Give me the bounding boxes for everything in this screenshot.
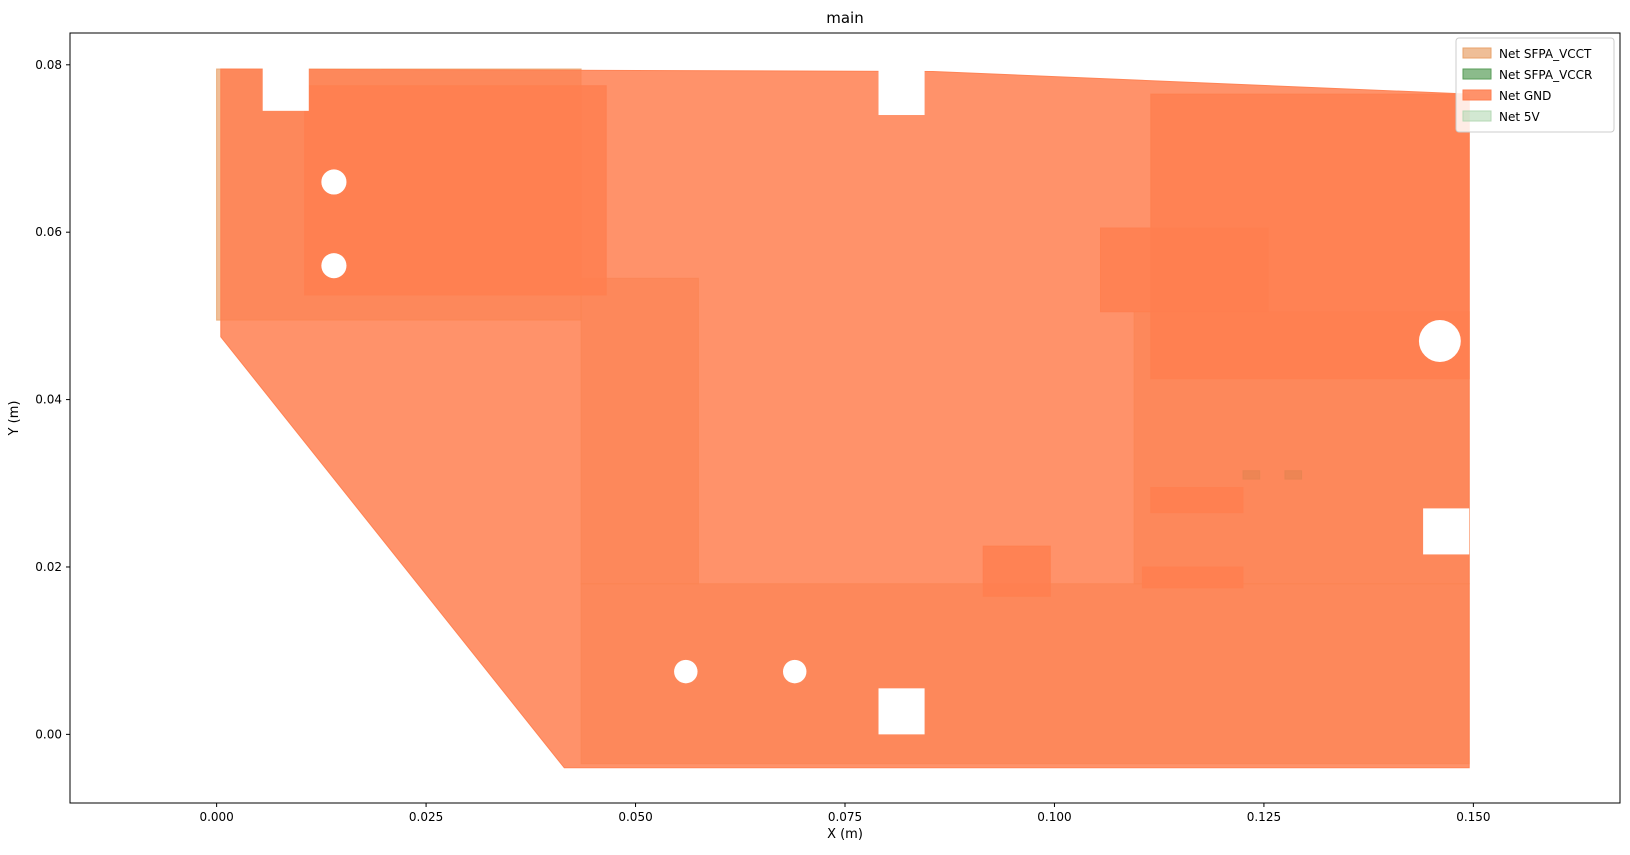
legend-label: Net SFPA_VCCR [1499,68,1592,82]
y-tick-label: 0.00 [35,727,62,741]
x-tick-label: 0.000 [199,810,233,824]
legend-swatch [1462,89,1492,101]
cutout-circle-4 [321,169,347,195]
series-2-polygon-6 [982,545,1051,597]
series-2-polygon-1 [304,85,607,296]
legend: Net SFPA_VCCT Net SFPA_VCCR Net GND Net 5V [1455,37,1615,133]
series-2-polygon-5 [1141,566,1244,589]
series-2-polygon-3 [1100,227,1269,313]
cutout-circle-8 [783,659,807,684]
legend-swatch [1462,110,1492,122]
x-tick-label: 0.050 [618,810,652,824]
y-tick-label: 0.02 [35,560,62,574]
cutout-rect-3 [1423,508,1470,555]
series-2-polygon-4 [1150,487,1244,514]
legend-box [1455,37,1615,133]
chart-title: main [826,9,863,27]
legend-label: Net 5V [1499,110,1541,124]
y-axis: 0.00 0.02 0.04 0.06 0.08 [35,58,70,741]
legend-label: Net GND [1499,89,1551,103]
x-tick-label: 0.100 [1037,810,1071,824]
y-tick-label: 0.06 [35,225,62,239]
cutout-circle-7 [674,659,698,684]
y-tick-label: 0.04 [35,393,62,407]
cutout-rect-0 [262,64,309,111]
x-tick-label: 0.125 [1247,810,1281,824]
y-axis-label: Y (m) [7,401,22,437]
cutout-rect-1 [878,68,925,116]
x-tick-label: 0.025 [409,810,443,824]
y-tick-label: 0.08 [35,58,62,72]
cutout-circle-6 [1418,320,1461,362]
x-tick-label: 0.075 [828,810,862,824]
cutout-rect-2 [878,688,925,735]
legend-swatch [1462,47,1492,59]
x-axis: 0.000 0.025 0.050 0.075 0.100 0.125 0.150 [199,803,1491,824]
legend-swatch [1462,68,1492,80]
plot-area [216,64,1470,769]
cutout-circle-5 [321,253,347,279]
x-tick-label: 0.150 [1456,810,1490,824]
legend-label: Net SFPA_VCCT [1499,47,1592,61]
x-axis-label: X (m) [827,827,863,842]
